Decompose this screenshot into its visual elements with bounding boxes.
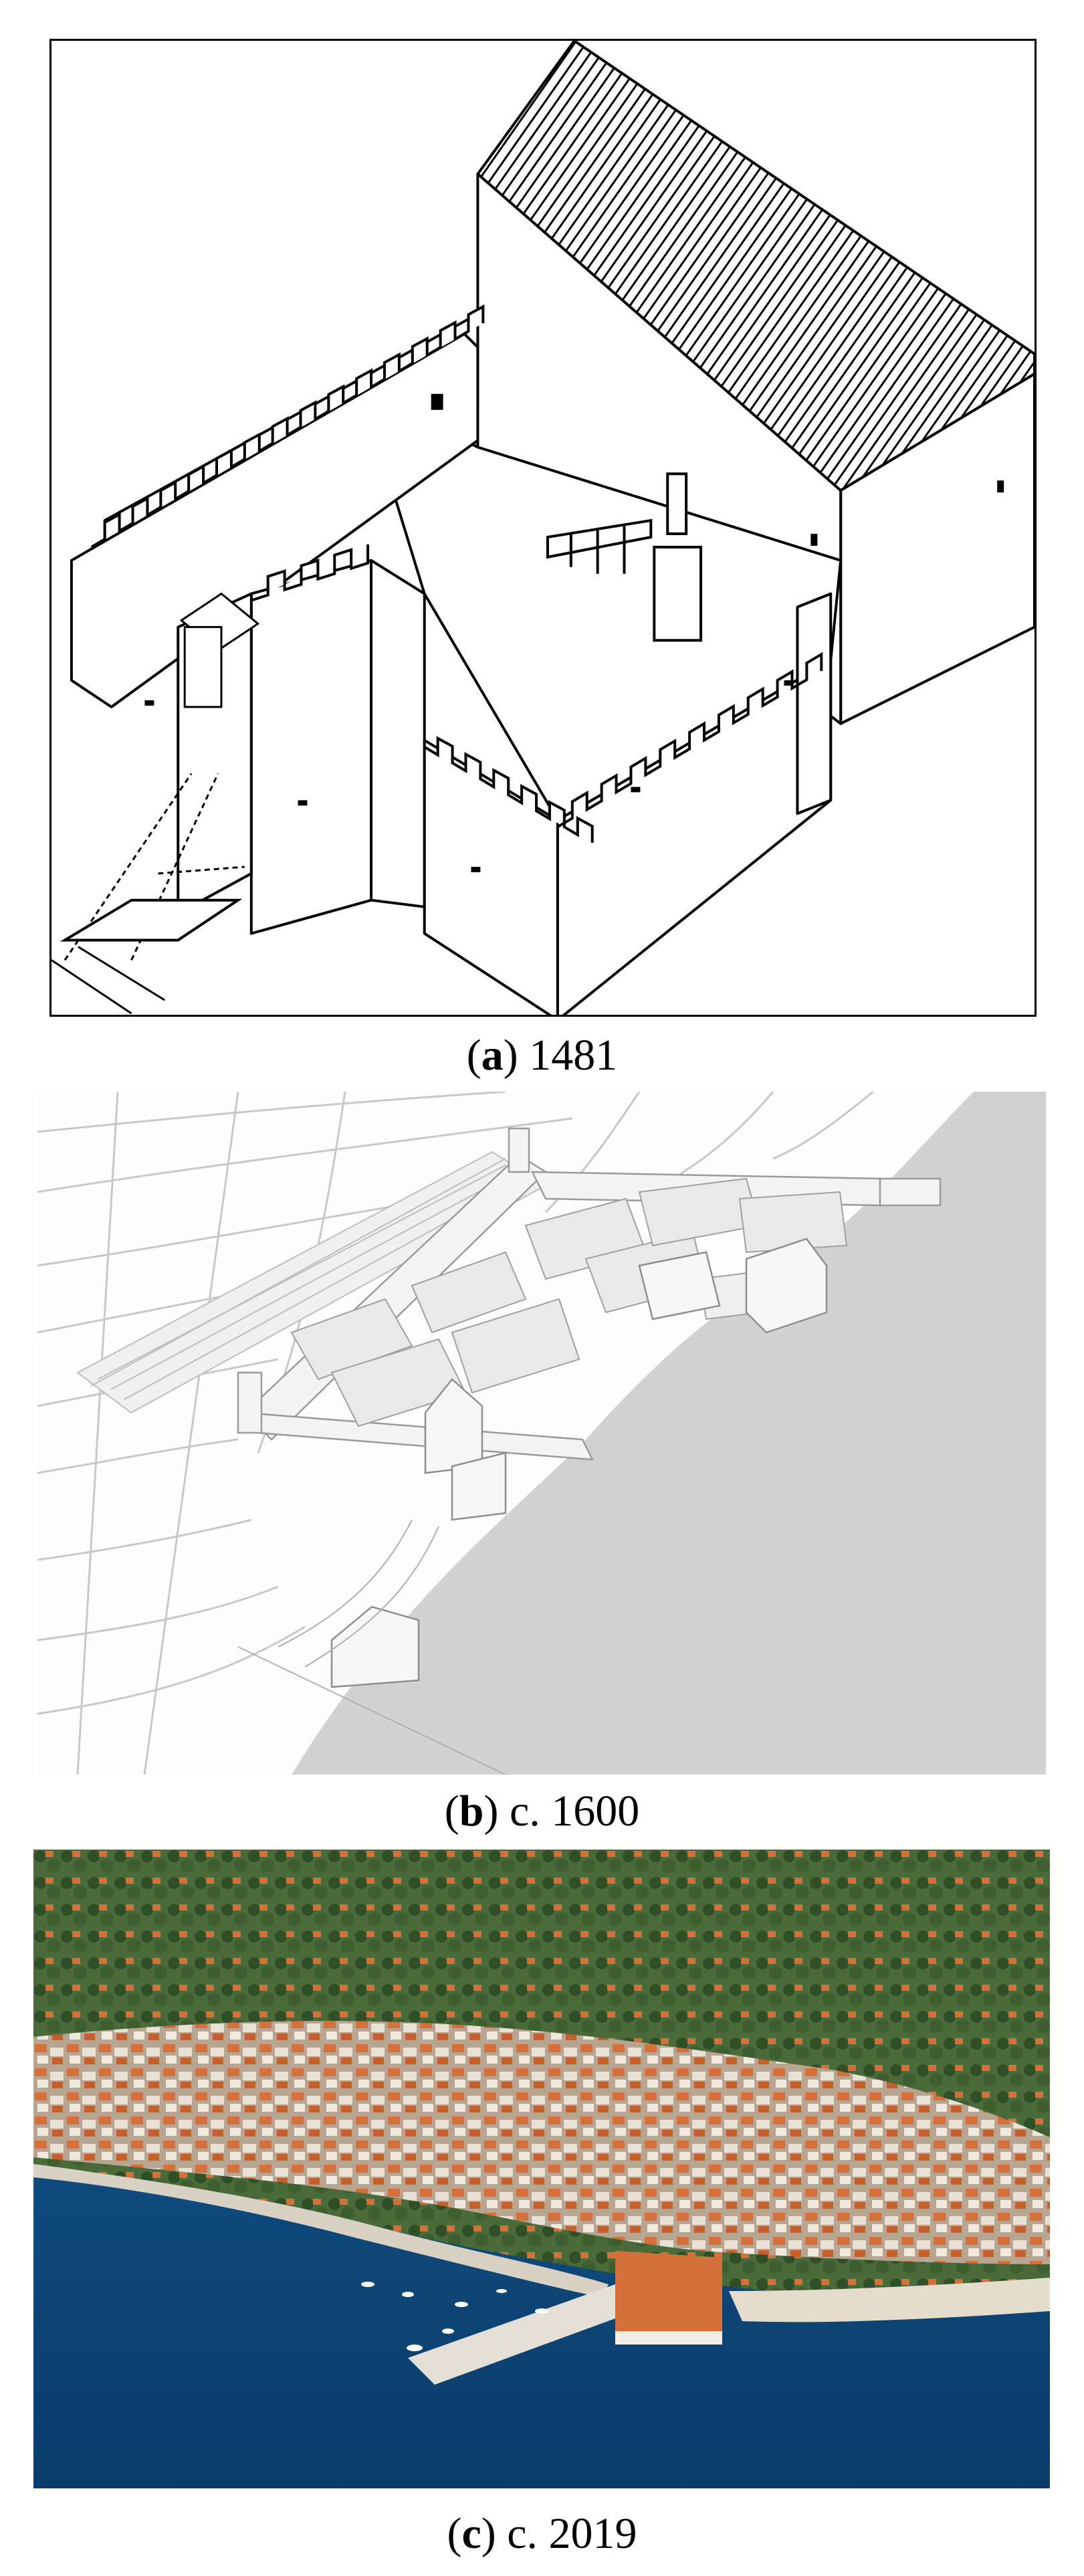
drawbridge — [51, 592, 260, 1015]
town-model — [37, 1092, 1046, 1775]
small-tower — [451, 1452, 507, 1521]
caption-a: (a) 1481 — [466, 1031, 618, 1080]
crenellations — [90, 304, 823, 844]
caption-a-letter: a — [481, 1031, 504, 1080]
panel-b-model — [37, 1092, 1046, 1775]
aerial-photo — [33, 1850, 1050, 2488]
beach — [729, 2278, 1050, 2322]
gate-building — [424, 1378, 483, 1474]
panel-a-drawing — [49, 39, 1037, 1017]
caption-c-date: c. 2019 — [507, 2509, 637, 2558]
hatched-field — [76, 1151, 547, 1414]
sea-area — [292, 1092, 1046, 1775]
right-wall-end — [796, 592, 833, 815]
harbour-house — [330, 1605, 420, 1688]
shore-structures — [330, 1237, 828, 1688]
caption-c-letter: c — [461, 2509, 481, 2558]
castle-drawing — [51, 41, 1035, 1015]
harbour-lines — [237, 1519, 506, 1775]
tower-left-face — [249, 559, 373, 935]
caption-b-letter: b — [459, 1787, 484, 1836]
old-town-roofs — [33, 2021, 1050, 2264]
panel-c-photo — [33, 1850, 1050, 2488]
front-wall-left — [423, 738, 559, 1015]
caption-c: (c) c. 2019 — [447, 2509, 637, 2558]
corner-tower-west — [237, 1371, 263, 1434]
caption-b-date: c. 1600 — [509, 1787, 640, 1836]
boats — [361, 2282, 548, 2351]
corner-tower-north — [508, 1127, 530, 1173]
caption-b: (b) c. 1600 — [444, 1787, 640, 1836]
staircase — [546, 472, 703, 642]
promenade — [33, 2164, 609, 2298]
field-lines — [37, 1092, 874, 1775]
pier — [408, 2284, 635, 2385]
tower-right-face — [370, 559, 426, 908]
caption-a-date: 1481 — [529, 1031, 618, 1080]
windows — [144, 393, 1004, 872]
castle-roof — [615, 2251, 722, 2331]
